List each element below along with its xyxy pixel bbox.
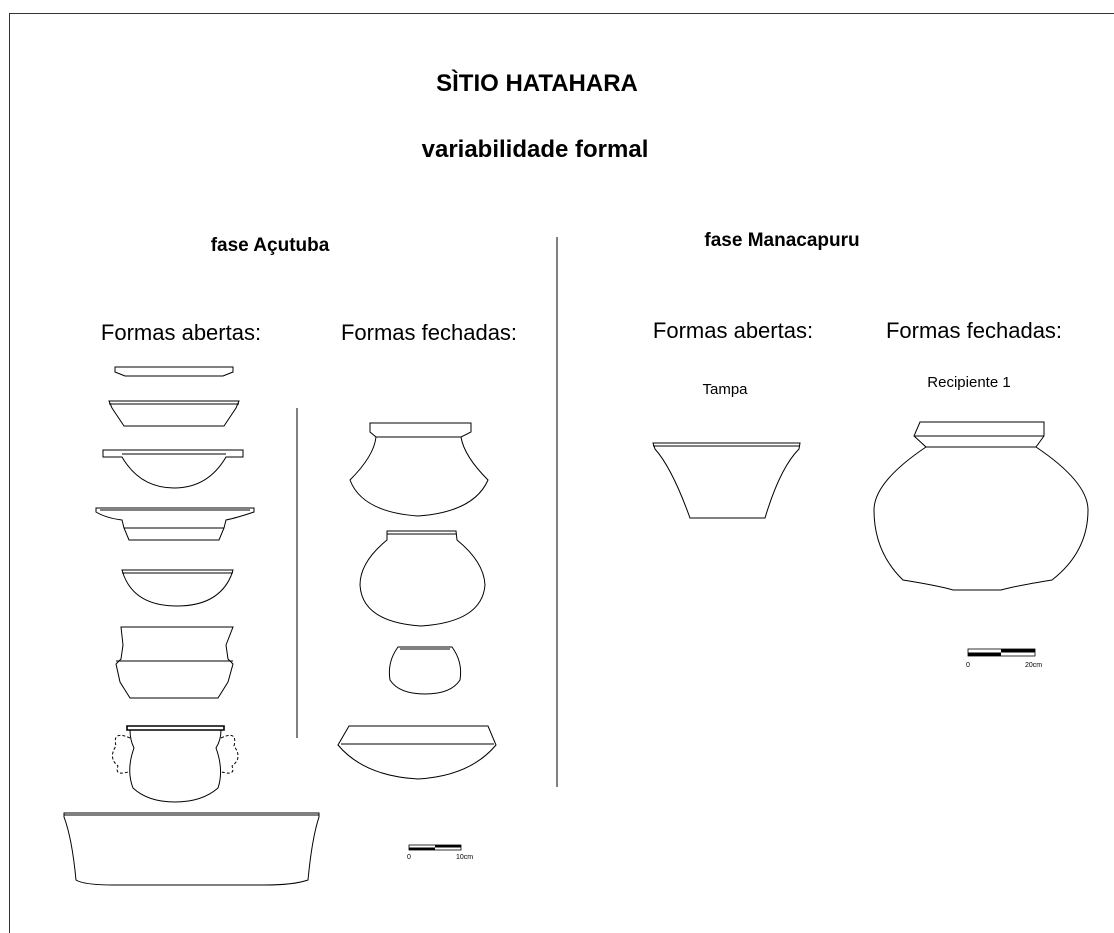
scale-acutuba-end: 10cm bbox=[456, 854, 473, 861]
label-recipiente-1: Recipiente 1 bbox=[927, 374, 1011, 391]
acutuba-open-forms-label: Formas abertas: bbox=[100, 320, 262, 345]
open-vessel-7-handled bbox=[112, 725, 239, 803]
scale-acutuba-start: 0 bbox=[407, 854, 411, 861]
page-title: SÌTIO HATAHARA bbox=[436, 70, 638, 97]
label-tampa: Tampa bbox=[702, 381, 748, 398]
open-vessel-5 bbox=[121, 569, 234, 607]
closed-vessel-3 bbox=[388, 646, 462, 695]
open-vessel-6 bbox=[115, 626, 234, 699]
phase-manacapuru-title: fase Manacapuru bbox=[704, 230, 860, 251]
open-vessel-2 bbox=[108, 400, 240, 427]
tampa-vessel bbox=[652, 442, 801, 519]
open-vessel-4 bbox=[95, 507, 255, 541]
manacapuru-closed-forms-label: Formas fechadas: bbox=[885, 318, 1063, 343]
closed-vessel-1 bbox=[349, 422, 489, 517]
closed-vessel-4 bbox=[337, 725, 497, 780]
open-vessel-8-large bbox=[63, 812, 320, 886]
open-vessel-3 bbox=[102, 449, 244, 489]
manacapuru-open-forms-label: Formas abertas: bbox=[652, 318, 814, 343]
scale-manacapuru-end: 20cm bbox=[1025, 662, 1042, 669]
closed-vessel-2 bbox=[359, 530, 486, 627]
scale-bar-acutuba: 0 10cm bbox=[407, 844, 473, 861]
acutuba-closed-forms-label: Formas fechadas: bbox=[340, 320, 518, 345]
scale-manacapuru-start: 0 bbox=[966, 662, 970, 669]
drawing-frame bbox=[9, 13, 1114, 933]
recipiente-1-vessel bbox=[873, 421, 1089, 591]
open-vessel-1 bbox=[114, 366, 234, 377]
scale-bar-manacapuru: 0 20cm bbox=[966, 648, 1042, 669]
page-subtitle: variabilidade formal bbox=[421, 136, 649, 163]
phase-acutuba-title: fase Açutuba bbox=[210, 235, 330, 256]
